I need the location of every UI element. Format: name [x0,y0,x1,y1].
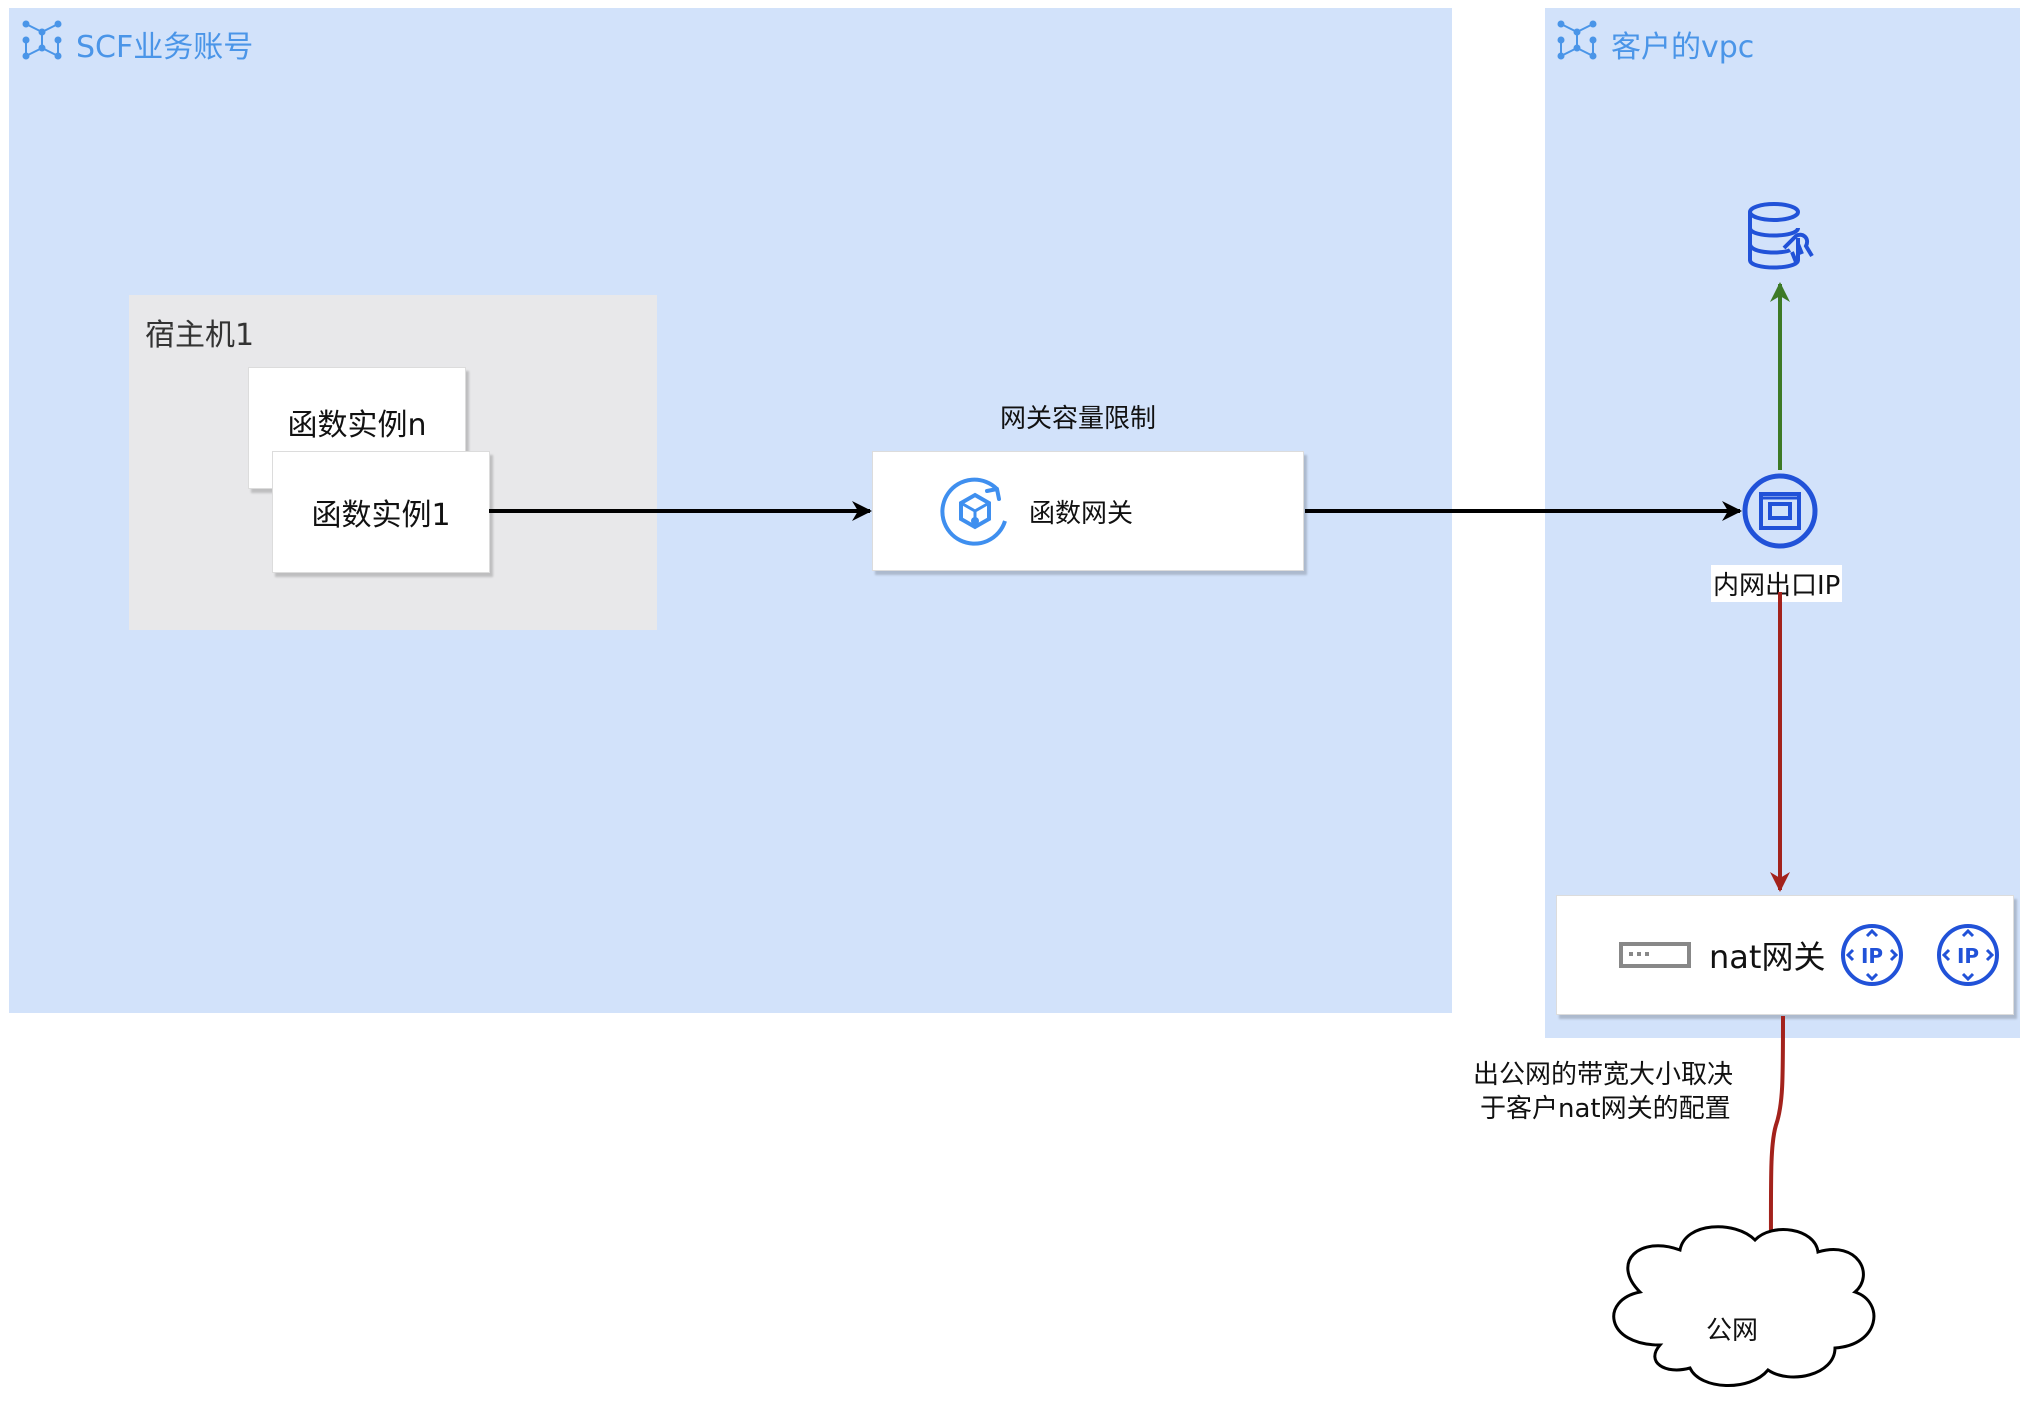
function-instance-1-card[interactable]: 函数实例1 [272,451,490,573]
host-machine-title: 宿主机1 [145,318,255,353]
bandwidth-note-line2: 于客户nat网关的配置 [1480,1094,1731,1124]
function-gateway-card[interactable]: 函数网关 [872,451,1304,571]
ip-address-icon: IP [1839,922,1905,988]
customer-vpc-title: 客户的vpc [1555,18,1754,70]
nat-gateway-card[interactable]: nat网关 IP IP [1556,895,2014,1015]
egress-ip-label: 内网出口IP [1711,565,1843,602]
function-gateway-label: 函数网关 [1029,498,1134,529]
customer-vpc-zone [1545,8,2020,1038]
svg-text:IP: IP [1957,944,1979,968]
scf-account-title-text: SCF业务账号 [76,30,254,65]
egress-ip-icon[interactable] [1741,472,1819,550]
arrow-nat-to-internet [1760,1015,1785,1267]
ip-address-icon: IP [1935,922,2001,988]
vpc-network-icon [20,18,64,70]
function-gateway-icon [935,471,1015,551]
svg-text:IP: IP [1861,944,1883,968]
scf-account-title: SCF业务账号 [20,18,253,70]
function-instance-1-label: 函数实例1 [311,498,451,533]
internet-cloud-shape [1612,1225,1876,1387]
bandwidth-note-line1: 出公网的带宽大小取决 [1473,1060,1734,1090]
database-icon [1740,198,1820,278]
function-instance-n-label: 函数实例n [287,408,427,443]
customer-vpc-title-text: 客户的vpc [1611,30,1755,65]
gateway-limit-label: 网关容量限制 [1000,404,1157,434]
vpc-network-icon [1555,18,1599,70]
nat-device-icon [1619,941,1691,969]
nat-gateway-label: nat网关 [1709,938,1826,976]
internet-label: 公网 [1706,1316,1759,1346]
